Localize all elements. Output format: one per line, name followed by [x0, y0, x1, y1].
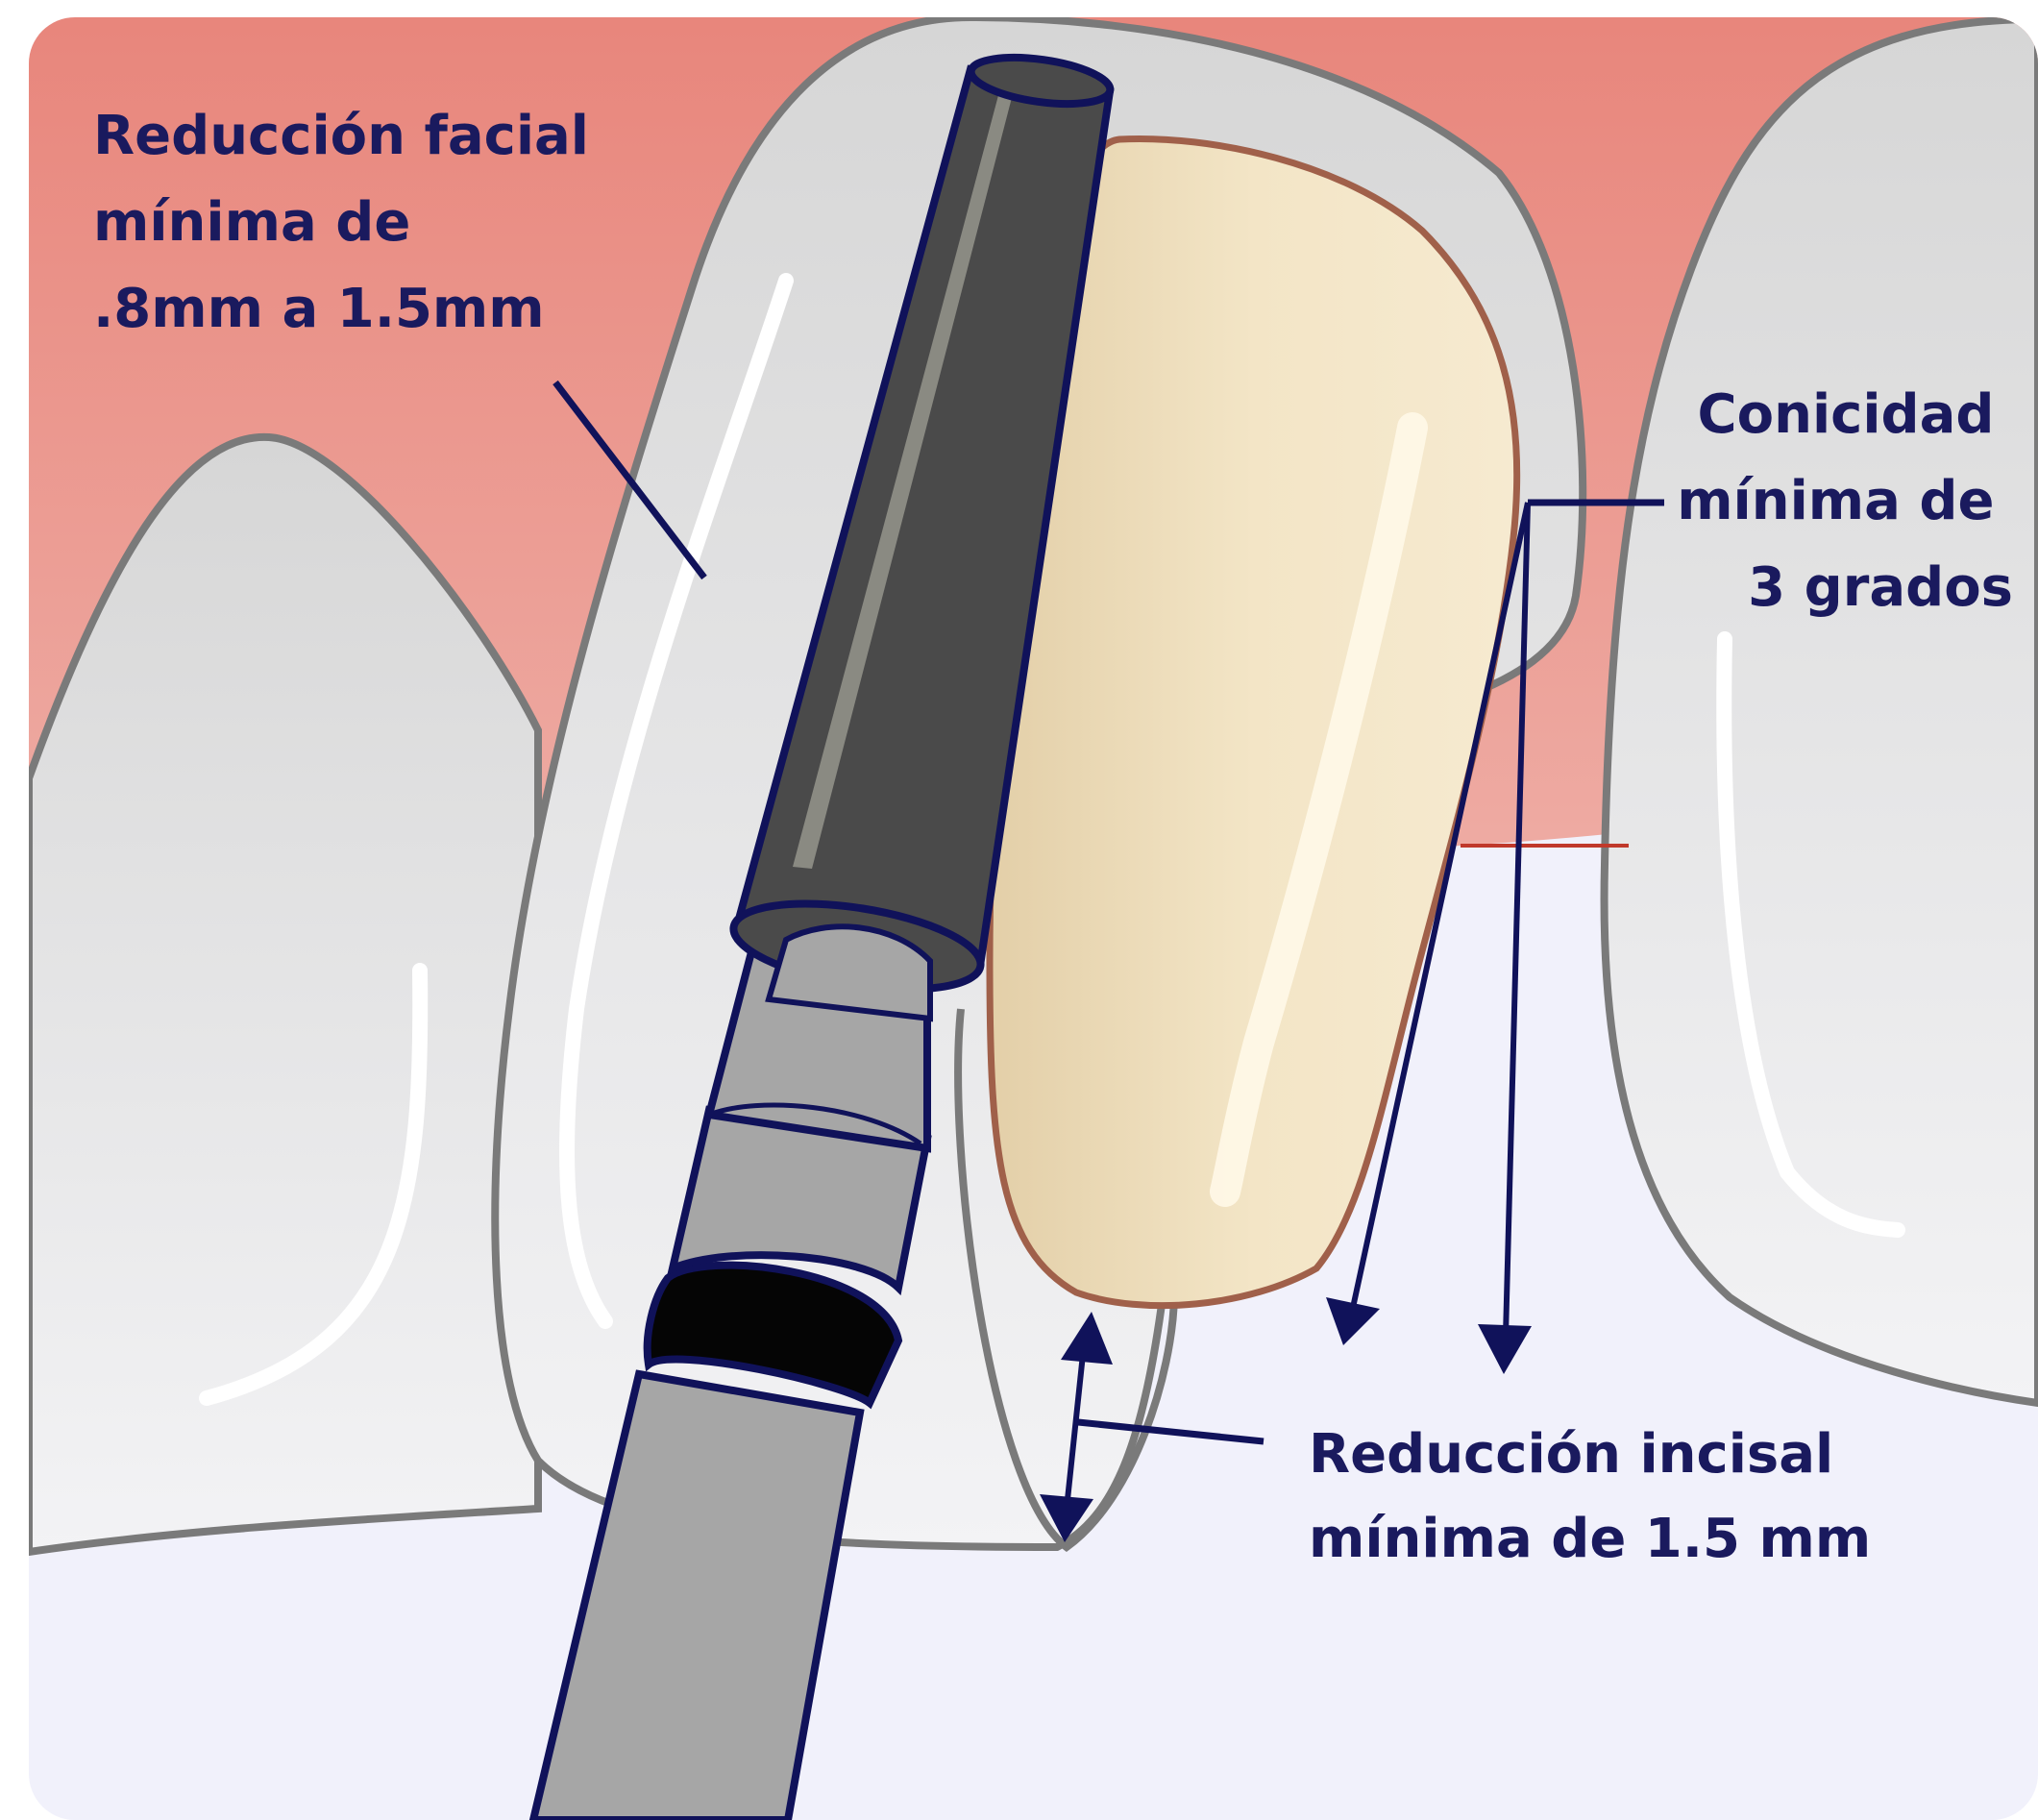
incisal-label-line-1: Reducción incisal	[1309, 1423, 1833, 1486]
taper-label-line-1: Conicidad	[1698, 383, 1995, 446]
facial-label-line-1: Reducción facial	[93, 105, 589, 167]
facial-label-line-2: mínima de	[93, 191, 410, 254]
incisal-label-line-2: mínima de 1.5 mm	[1309, 1508, 1871, 1570]
taper-label-line-3: 3 grados	[1748, 556, 2013, 619]
bur-collar-inner	[769, 926, 930, 1019]
left-tooth	[29, 437, 538, 1552]
facial-label-line-3: .8mm a 1.5mm	[93, 278, 545, 340]
taper-label-line-2: mínima de	[1677, 470, 1994, 532]
